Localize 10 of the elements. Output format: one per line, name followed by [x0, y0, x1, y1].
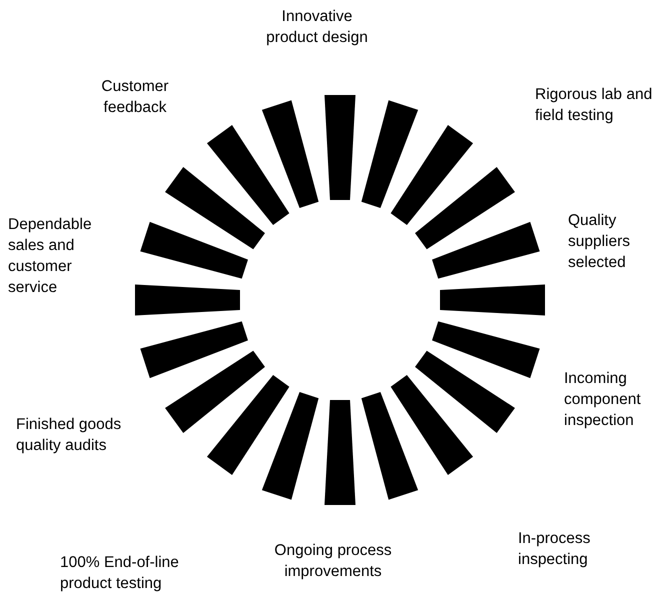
stage-label: Ongoing process improvements: [273, 541, 393, 582]
stage-label: Dependable sales and customer service: [8, 215, 93, 298]
stage-label: Quality suppliers selected: [568, 211, 632, 273]
stage-label: Incoming component inspection: [564, 369, 642, 431]
stage-label: Rigorous lab and field testing: [535, 85, 654, 126]
stage-label: Innovative product design: [265, 7, 369, 48]
stage-label: Finished goods quality audits: [16, 415, 122, 456]
stage-label: Customer feedback: [100, 77, 170, 118]
stage-label: In-process inspecting: [518, 529, 592, 570]
stage-label: 100% End-of-line product testing: [60, 553, 180, 594]
